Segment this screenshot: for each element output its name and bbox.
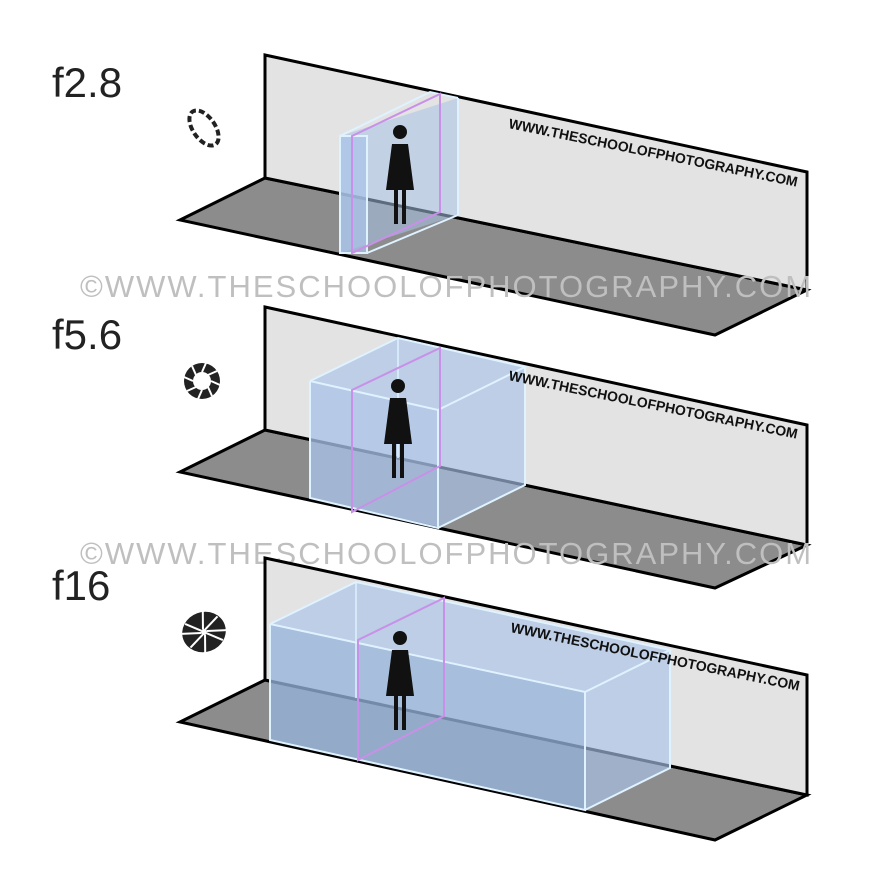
depth-of-field-zone [269,580,674,812]
aperture-wide-open-icon [187,108,221,148]
aperture-label: f16 [52,562,110,609]
person-icon [386,125,414,224]
panel-f16: f16 [52,556,812,842]
aperture-label: f2.8 [52,59,122,106]
watermark: ©WWW.THESCHOOLOFPHOTOGRAPHY.COM [80,536,813,571]
depth-of-field-zone [309,336,528,530]
focus-plane [351,346,441,514]
focus-plane [351,92,441,255]
aperture-medium-icon [183,362,221,400]
focus-plane [357,596,445,762]
aperture-closed-icon [181,611,227,653]
depth-of-field-zone [339,90,459,254]
watermark: ©WWW.THESCHOOLOFPHOTOGRAPHY.COM [80,269,813,304]
person-icon [384,379,412,478]
person-icon [386,631,414,730]
aperture-label: f5.6 [52,311,122,358]
